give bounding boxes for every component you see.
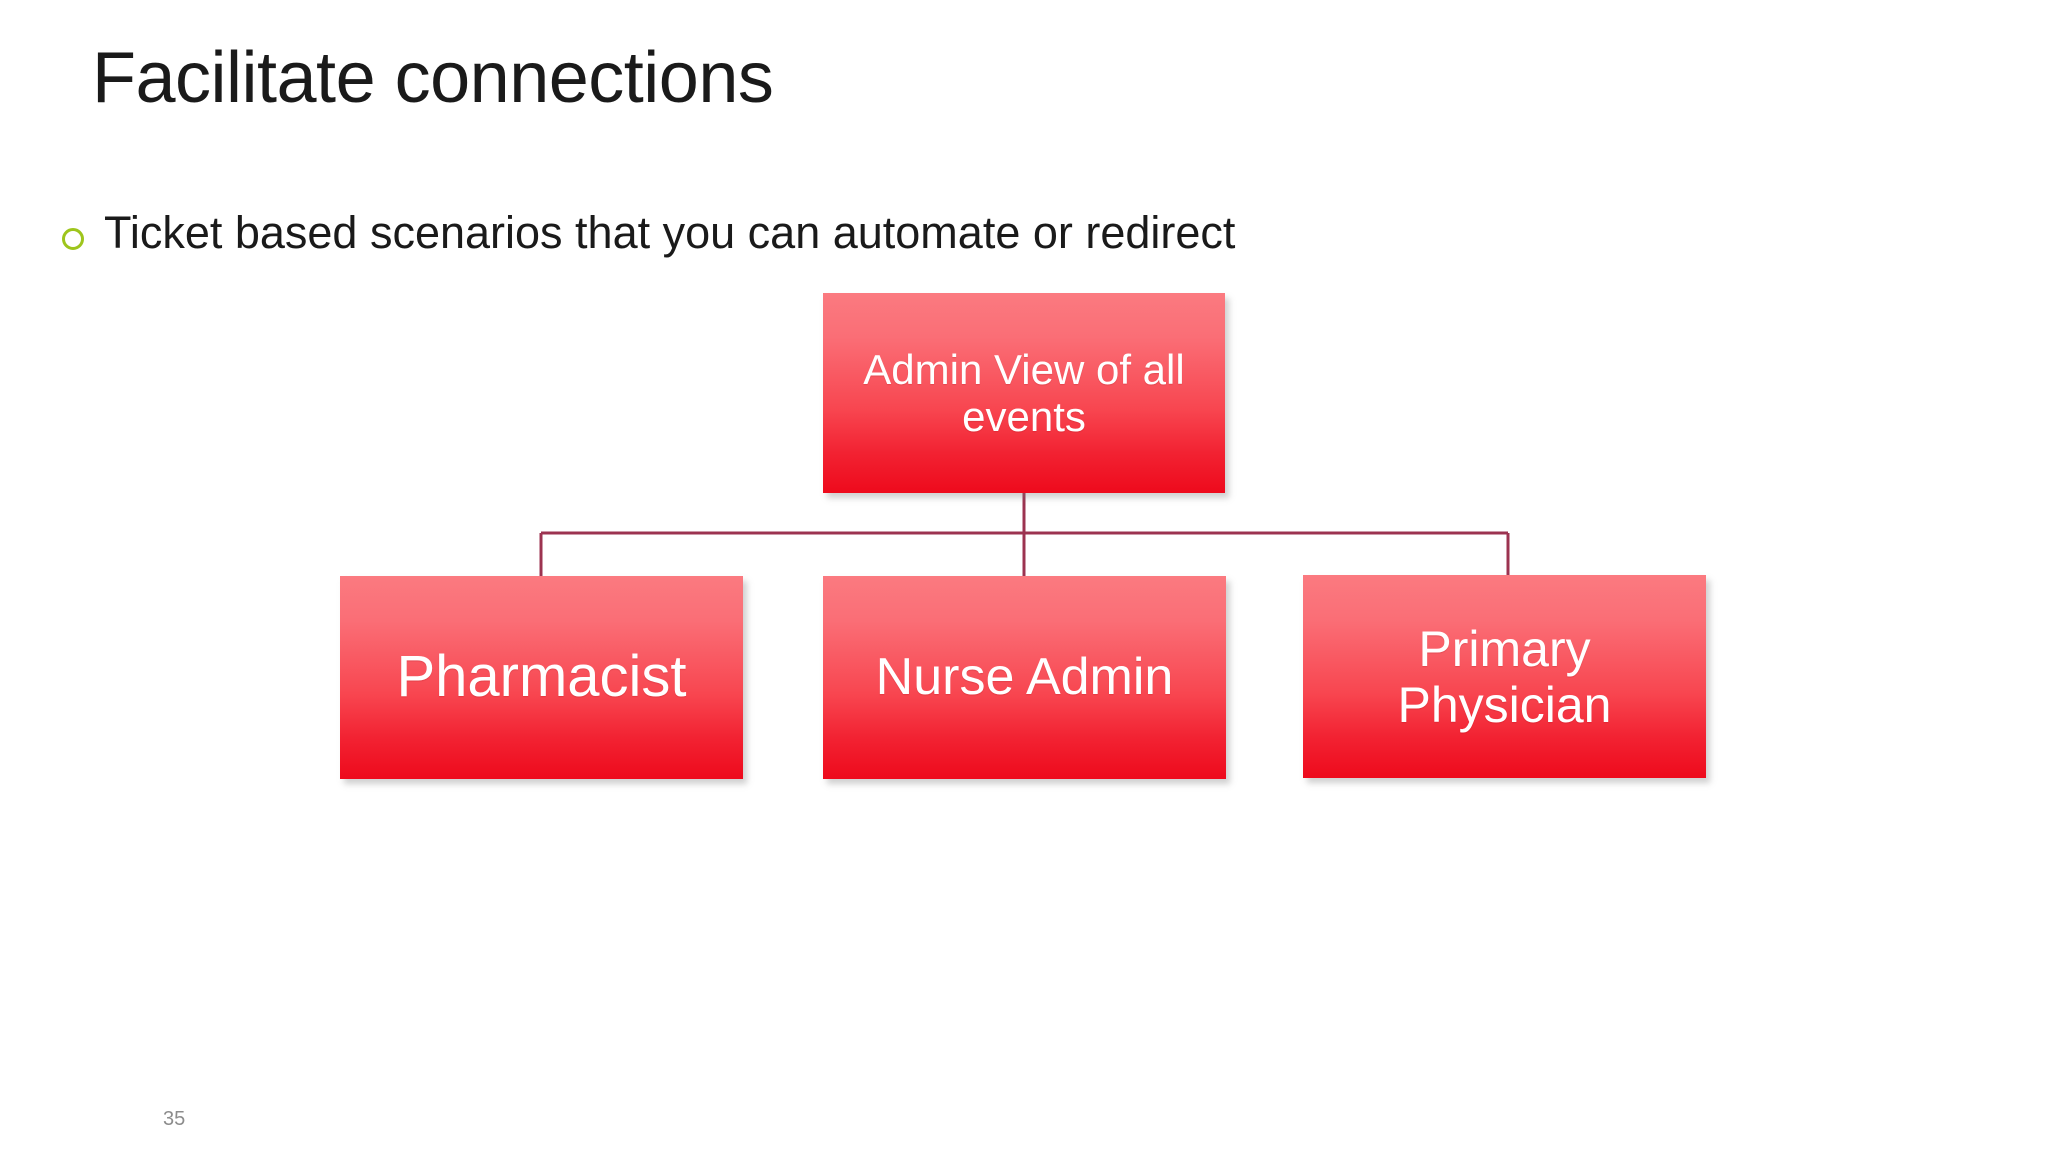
org-node-label: Primary Physician xyxy=(1397,620,1612,733)
org-node-label: Pharmacist xyxy=(396,644,687,710)
org-node-label: Nurse Admin xyxy=(875,648,1174,707)
page-title: Facilitate connections xyxy=(92,38,774,118)
hollow-circle-bullet-icon xyxy=(62,228,84,250)
org-node-primary-physician[interactable]: Primary Physician xyxy=(1303,575,1706,778)
org-node-admin-view[interactable]: Admin View of all events xyxy=(823,293,1225,493)
bullet-text: Ticket based scenarios that you can auto… xyxy=(104,207,1236,258)
org-node-label: Admin View of all events xyxy=(863,345,1185,440)
org-node-pharmacist[interactable]: Pharmacist xyxy=(340,576,743,779)
page-number: 35 xyxy=(163,1108,186,1130)
bullet-list-item: Ticket based scenarios that you can auto… xyxy=(62,206,1235,259)
org-node-nurse-admin[interactable]: Nurse Admin xyxy=(823,576,1226,779)
